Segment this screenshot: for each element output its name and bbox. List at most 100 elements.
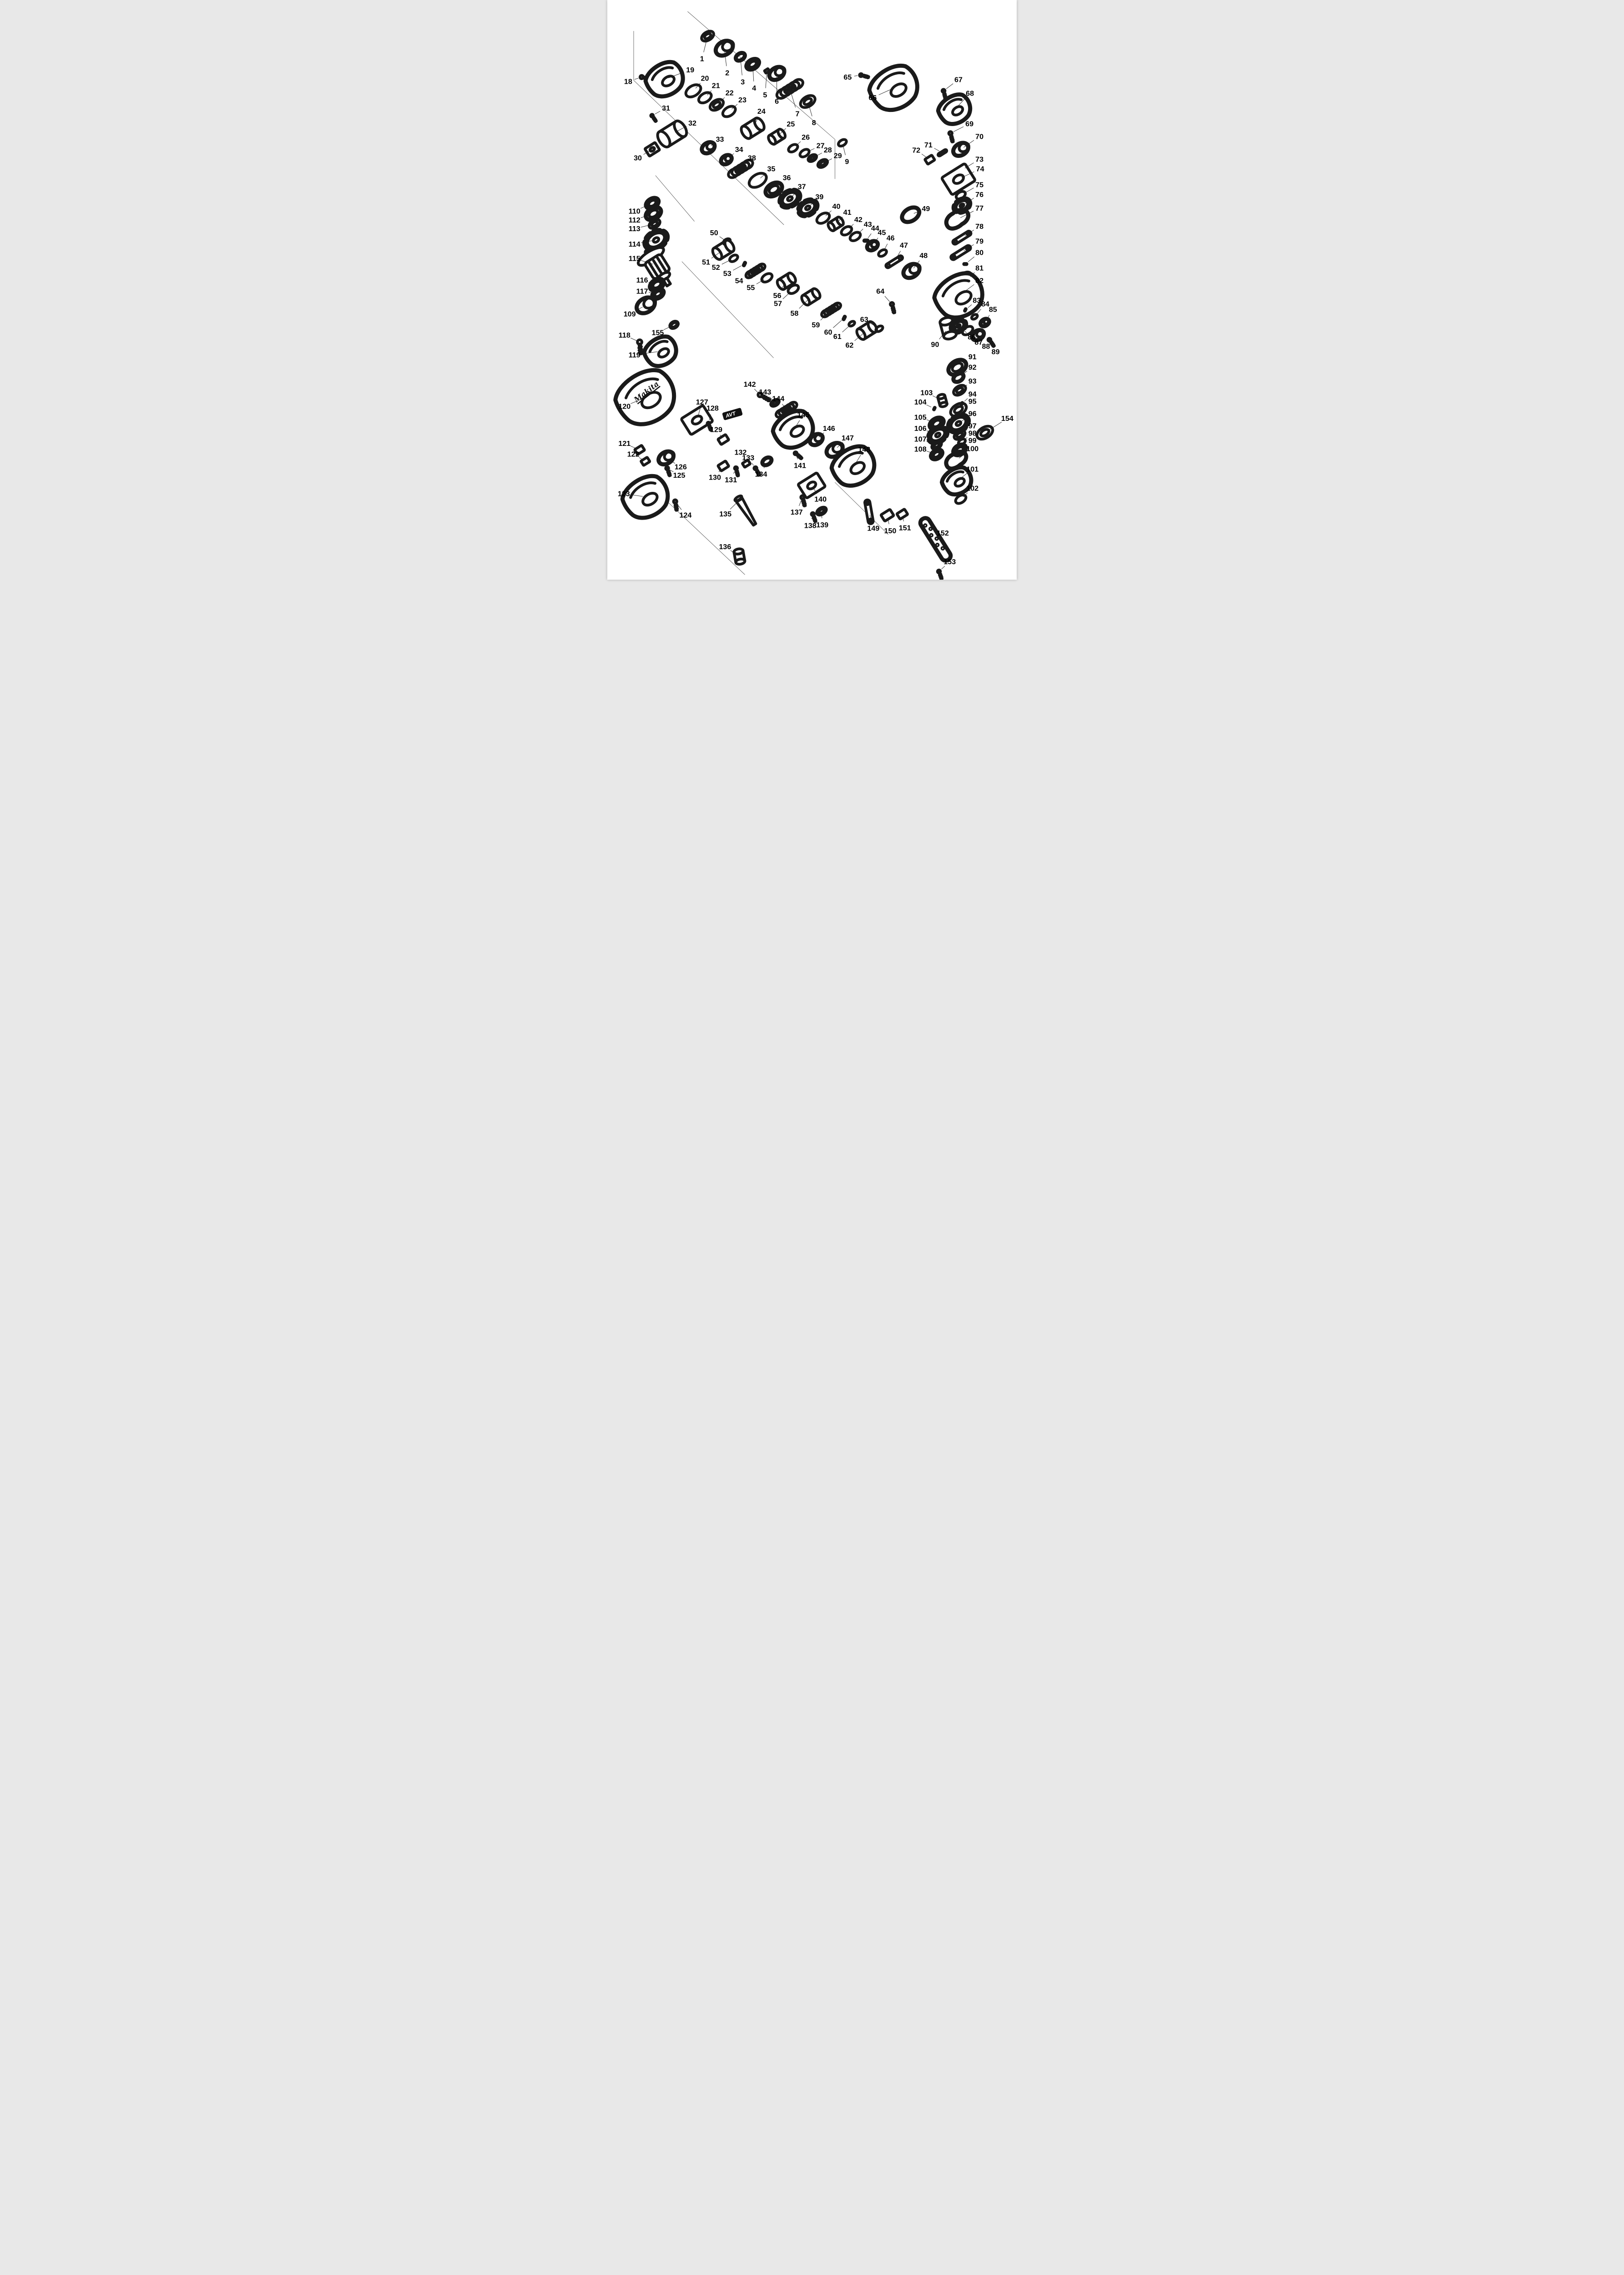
leader-98 xyxy=(964,437,968,440)
leader-99 xyxy=(962,444,968,448)
part-3-glyph xyxy=(734,51,746,62)
callout-label-25: 25 xyxy=(787,120,795,128)
part-148-glyph xyxy=(827,440,882,493)
leader-126 xyxy=(669,459,676,464)
leader-80 xyxy=(968,257,974,262)
part-88-glyph xyxy=(970,328,987,343)
callout-label-82: 82 xyxy=(975,277,983,285)
callout-label-119: 119 xyxy=(629,351,641,359)
leader-69 xyxy=(953,126,964,132)
callout-label-152: 152 xyxy=(937,529,949,537)
callout-label-137: 137 xyxy=(791,508,803,516)
part-1-glyph xyxy=(700,29,715,43)
leader-48 xyxy=(913,260,920,268)
part-34-glyph xyxy=(719,153,734,167)
part-109-glyph xyxy=(634,293,659,316)
callout-label-97: 97 xyxy=(968,422,977,430)
leader-26 xyxy=(795,141,801,147)
part-57-glyph xyxy=(787,283,800,295)
callout-label-58: 58 xyxy=(790,309,798,318)
leader-50 xyxy=(719,236,724,240)
part-104-glyph xyxy=(933,407,935,410)
leader-9 xyxy=(843,146,846,155)
leader-37 xyxy=(792,191,797,197)
leader-81 xyxy=(970,272,975,277)
part-51-glyph xyxy=(711,239,736,261)
leader-125 xyxy=(670,470,674,472)
leader-67 xyxy=(946,83,953,89)
callout-label-8: 8 xyxy=(812,119,816,127)
callout-label-140: 140 xyxy=(814,495,827,504)
callout-label-47: 47 xyxy=(900,242,908,250)
leader-64 xyxy=(884,296,890,302)
callout-label-100: 100 xyxy=(966,445,978,453)
callout-label-138: 138 xyxy=(804,522,817,530)
part-70-glyph xyxy=(951,140,971,158)
part-47-glyph xyxy=(885,255,903,269)
callout-label-85: 85 xyxy=(989,306,997,314)
callout-label-113: 113 xyxy=(629,225,641,233)
callout-label-66: 66 xyxy=(868,94,877,102)
callout-label-108: 108 xyxy=(914,445,927,453)
leader-78 xyxy=(964,230,974,236)
callout-label-38: 38 xyxy=(748,154,756,162)
callout-label-109: 109 xyxy=(624,310,636,318)
leader-76 xyxy=(964,197,974,204)
part-56-glyph xyxy=(776,272,797,291)
part-93-glyph xyxy=(952,383,967,397)
part-55-glyph xyxy=(760,272,773,283)
callout-label-154: 154 xyxy=(1001,415,1014,423)
leader-28 xyxy=(815,152,822,157)
leader-82 xyxy=(962,284,974,293)
leader-124 xyxy=(677,504,682,510)
callout-label-53: 53 xyxy=(723,270,731,278)
part-87-glyph xyxy=(961,324,974,336)
leader-133 xyxy=(751,463,754,466)
leader-87 xyxy=(970,333,974,338)
leader-7 xyxy=(791,92,796,108)
callout-label-72: 72 xyxy=(912,147,920,155)
callout-label-94: 94 xyxy=(968,390,977,398)
leader-43 xyxy=(857,228,863,234)
part-41-glyph xyxy=(827,216,845,232)
part-118-glyph xyxy=(637,340,643,354)
callout-label-147: 147 xyxy=(842,434,854,442)
leader-1 xyxy=(703,39,707,52)
leader-150 xyxy=(888,518,889,525)
leader-129 xyxy=(720,435,722,437)
leader-107 xyxy=(926,441,934,445)
exploded-parts-diagram: 1234567891819202122232425262728293031323… xyxy=(607,0,1017,580)
callout-label-32: 32 xyxy=(688,119,696,127)
callout-label-86: 86 xyxy=(968,333,976,341)
callout-label-155: 155 xyxy=(651,329,664,337)
part-26-glyph xyxy=(787,143,799,153)
callout-label-19: 19 xyxy=(686,66,694,74)
callout-label-31: 31 xyxy=(662,104,670,112)
leader-73 xyxy=(964,162,974,169)
part-139-glyph xyxy=(815,506,828,517)
leader-90 xyxy=(939,331,946,339)
callout-label-60: 60 xyxy=(824,329,832,337)
callout-label-18: 18 xyxy=(624,78,632,86)
leader-131 xyxy=(733,471,735,474)
callout-label-148: 148 xyxy=(858,445,870,454)
callout-label-107: 107 xyxy=(914,435,927,443)
leader-23 xyxy=(731,104,738,110)
part-33-glyph xyxy=(700,139,717,155)
leader-60 xyxy=(833,320,842,328)
callout-label-52: 52 xyxy=(712,263,720,272)
leader-89 xyxy=(991,343,993,346)
callout-label-3: 3 xyxy=(741,78,745,86)
part-143-glyph xyxy=(770,398,781,408)
leader-46 xyxy=(884,243,888,250)
leader-103 xyxy=(932,395,940,399)
callout-label-69: 69 xyxy=(965,120,973,128)
part-7-glyph xyxy=(775,77,805,100)
callout-label-128: 128 xyxy=(706,404,719,413)
leader-96 xyxy=(961,417,967,422)
callout-label-95: 95 xyxy=(968,397,977,405)
leader-144 xyxy=(782,404,785,407)
part-127-glyph xyxy=(681,405,713,435)
callout-label-136: 136 xyxy=(719,543,731,551)
callout-label-67: 67 xyxy=(954,76,963,84)
